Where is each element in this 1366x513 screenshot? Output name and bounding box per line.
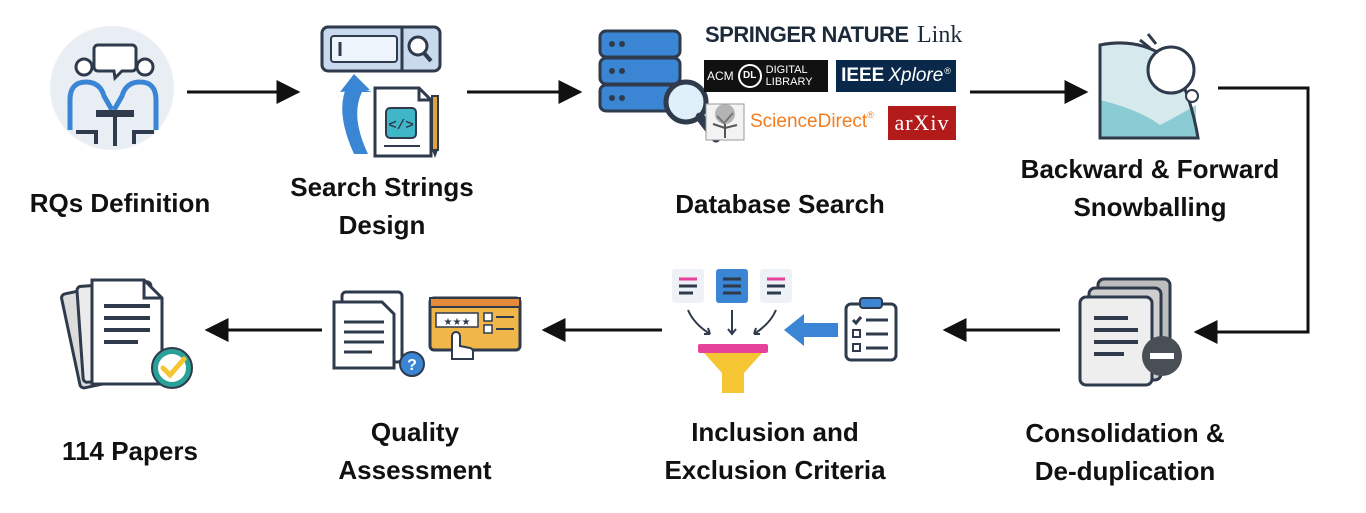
springer-link-text: Link: [917, 22, 963, 48]
criteria-cards-icon: [672, 269, 792, 336]
sciencedirect-text: ScienceDirect: [750, 111, 868, 132]
arrow-snowball-to-consolidation: [1193, 86, 1310, 344]
dl-badge: DL: [737, 64, 762, 88]
database-magnifier-icon: [598, 29, 721, 143]
consolidation-label-line2: De-duplication: [1034, 456, 1216, 486]
svg-text:?: ?: [407, 357, 417, 374]
criteria-label-line2: Exclusion Criteria: [664, 455, 886, 485]
quality-label-line2: Assessment: [338, 455, 492, 485]
ieee-registered-mark: ®: [944, 66, 951, 76]
step-consolidation: Consolidation & De-duplication: [1000, 414, 1250, 490]
xplore-text: Xplore: [888, 65, 944, 86]
paper-stack-check-icon: [60, 278, 193, 390]
elsevier-tree-icon: [705, 103, 745, 141]
document-stack-minus-icon: [1078, 277, 1182, 387]
acm-library-text: LIBRARY: [765, 76, 813, 88]
snowballing-label-line2: Snowballing: [1073, 192, 1227, 222]
arxiv-text: arXiv: [894, 110, 950, 135]
filter-funnel-icon: [698, 344, 768, 393]
code-document-icon: </>: [373, 86, 439, 158]
acm-digital-library: DIGITAL LIBRARY: [766, 64, 813, 88]
step-quality-assessment: Quality Assessment: [300, 413, 530, 489]
rq-definition-label: RQs Definition: [29, 188, 211, 218]
checklist-clipboard-icon: [844, 297, 898, 362]
refine-arrow-icon: [340, 74, 372, 154]
step-database-search: Database Search: [650, 185, 910, 223]
database-search-label: Database Search: [675, 189, 885, 219]
final-papers-label: 114 Papers: [62, 436, 198, 466]
search-bar-icon: [320, 25, 442, 73]
criteria-label-line1: Inclusion and: [691, 417, 859, 447]
arxiv-logo: arXiv: [888, 106, 956, 140]
springer-nature-text: SPRINGER NATURE: [705, 22, 909, 47]
search-strings-label-line2: Design: [338, 210, 426, 240]
flow-arrows: [187, 80, 1310, 344]
springer-nature-logo: SPRINGER NATURE Link: [705, 22, 962, 54]
snowball-icon: [1098, 33, 1200, 140]
step-final-papers: 114 Papers: [20, 432, 240, 470]
sciencedirect-logo: ScienceDirect ®: [704, 100, 874, 144]
acm-text: ACM: [707, 69, 734, 83]
document-question-icon: ?: [332, 290, 425, 377]
quality-label-line1: Quality: [370, 417, 460, 447]
search-strings-label-line1: Search Strings: [290, 172, 474, 202]
consolidation-label-line1: Consolidation &: [1025, 418, 1225, 448]
step-snowballing: Backward & Forward Snowballing: [1000, 150, 1300, 226]
acm-digital-text: DIGITAL: [765, 64, 808, 76]
ieee-xplore-logo: IEEE Xplore ®: [836, 60, 956, 92]
sciencedirect-registered-mark: ®: [867, 110, 874, 120]
ieee-text: IEEE: [841, 65, 885, 86]
step-rq-definition: RQs Definition: [10, 184, 230, 222]
svg-text:</>: </>: [388, 118, 413, 134]
acm-dl-logo: ACM DL DIGITAL LIBRARY: [704, 60, 828, 92]
snowballing-label-line1: Backward & Forward: [1020, 154, 1280, 184]
rating-panel-icon: ★★★: [428, 296, 522, 360]
step-search-strings-design: Search Strings Design: [272, 168, 492, 244]
meeting-people-icon: [50, 26, 174, 150]
incoming-arrow-icon: [784, 314, 838, 346]
step-inclusion-exclusion: Inclusion and Exclusion Criteria: [640, 413, 910, 489]
svg-text:★★★: ★★★: [444, 317, 471, 328]
